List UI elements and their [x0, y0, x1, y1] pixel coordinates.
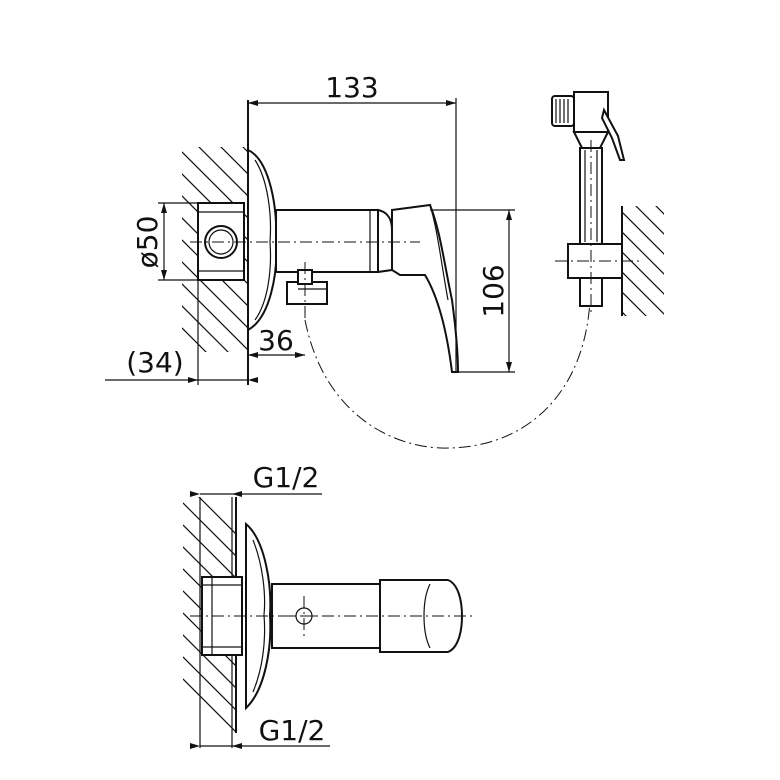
- thread-label-bottom: G1/2: [259, 714, 326, 747]
- dim-50-label: ø50: [131, 216, 164, 269]
- dim-133-label: 133: [325, 71, 378, 104]
- thread-label-top: G1/2: [253, 461, 320, 494]
- dim-106-label: 106: [477, 264, 510, 317]
- lever-handle: [391, 203, 460, 373]
- hose-path: [304, 299, 591, 449]
- hand-shower: [551, 91, 640, 312]
- valve-body: [275, 209, 379, 273]
- escutcheon: [247, 148, 278, 332]
- outlet-nut: [286, 281, 328, 305]
- dim-36-label: 36: [258, 324, 294, 357]
- dim-34-label: (34): [126, 346, 183, 379]
